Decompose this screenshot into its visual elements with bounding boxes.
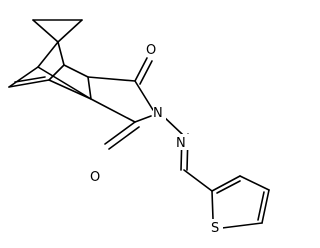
bond <box>87 76 92 100</box>
bond <box>239 175 270 191</box>
chemical-structure-diagram: O O N N S <box>8 19 270 236</box>
bond <box>183 169 213 192</box>
bond <box>221 222 263 229</box>
bond <box>32 19 59 43</box>
atom-labels: O O N N S <box>90 41 223 236</box>
bond <box>14 76 46 83</box>
bond <box>63 64 89 78</box>
bond <box>87 76 136 82</box>
nitrogen-atom-label: N <box>176 136 186 151</box>
bond <box>134 80 154 111</box>
label-background <box>176 134 189 150</box>
bonds <box>8 19 270 229</box>
nitrogen-atom-label: N <box>153 106 163 121</box>
oxygen-atom-label: O <box>146 43 156 58</box>
label-background <box>211 219 223 235</box>
bond <box>57 19 83 43</box>
bond <box>261 189 270 224</box>
bond <box>90 98 136 123</box>
bond <box>37 41 59 68</box>
bond <box>162 115 183 135</box>
bond <box>37 66 92 100</box>
bond <box>211 175 241 192</box>
sulfur-atom-label: S <box>211 221 219 236</box>
bond <box>216 180 241 194</box>
bond <box>139 60 153 85</box>
bond <box>48 64 65 81</box>
bond <box>48 79 92 100</box>
bond <box>108 126 140 150</box>
label-background <box>153 104 166 120</box>
bond <box>134 115 152 123</box>
label-background <box>146 41 160 57</box>
bond <box>211 190 214 220</box>
bond <box>8 79 50 88</box>
bond <box>257 191 265 221</box>
bond <box>104 121 136 145</box>
oxygen-atom-label: O <box>90 170 100 185</box>
bond <box>8 66 39 88</box>
label-background <box>90 168 104 184</box>
bond <box>57 41 65 66</box>
bond <box>134 57 148 82</box>
